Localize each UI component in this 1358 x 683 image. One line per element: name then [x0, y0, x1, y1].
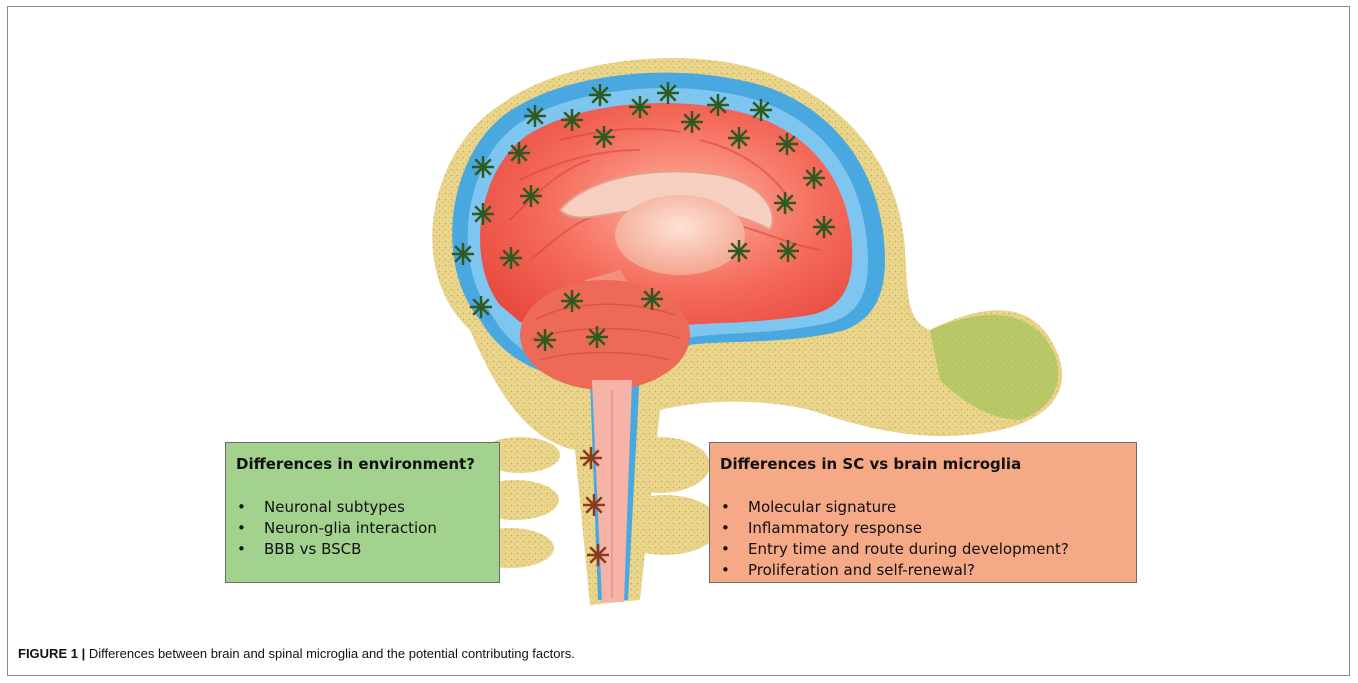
microglia-marker	[593, 126, 615, 148]
microglia-marker	[452, 243, 474, 265]
microglia-marker	[500, 247, 522, 269]
microglia-marker	[813, 216, 835, 238]
microglia-marker	[803, 167, 825, 189]
microglia-marker	[641, 288, 663, 310]
microglia-marker	[520, 185, 542, 207]
microglia-marker	[587, 544, 609, 566]
list-item: Neuronal subtypes	[236, 497, 489, 518]
microglia-marker	[776, 133, 798, 155]
microglia-differences-box: Differences in SC vs brain microglia Mol…	[709, 442, 1137, 583]
list-item: Entry time and route during development?	[720, 539, 1126, 560]
list-item: Molecular signature	[720, 497, 1126, 518]
microglia-marker	[580, 447, 602, 469]
environment-list: Neuronal subtypes Neuron-glia interactio…	[236, 497, 489, 560]
microglia-marker	[470, 296, 492, 318]
microglia-box-title: Differences in SC vs brain microglia	[720, 455, 1126, 473]
microglia-marker	[657, 82, 679, 104]
list-item: Proliferation and self-renewal?	[720, 560, 1126, 581]
thalamus	[615, 195, 745, 275]
list-item: Inflammatory response	[720, 518, 1126, 539]
microglia-list: Molecular signature Inflammatory respons…	[720, 497, 1126, 581]
caption-label: FIGURE 1 |	[18, 646, 85, 661]
microglia-marker	[472, 203, 494, 225]
microglia-marker	[681, 111, 703, 133]
microglia-marker	[561, 109, 583, 131]
list-item: Neuron-glia interaction	[236, 518, 489, 539]
microglia-marker	[508, 142, 530, 164]
microglia-marker	[586, 326, 608, 348]
microglia-marker	[524, 105, 546, 127]
microglia-marker	[707, 94, 729, 116]
microglia-marker	[728, 240, 750, 262]
microglia-marker	[728, 127, 750, 149]
microglia-marker	[534, 329, 556, 351]
microglia-marker	[561, 290, 583, 312]
environment-box-title: Differences in environment?	[236, 455, 489, 473]
microglia-marker	[750, 99, 772, 121]
microglia-marker	[629, 96, 651, 118]
figure-caption: FIGURE 1 | Differences between brain and…	[18, 646, 575, 661]
microglia-marker	[472, 156, 494, 178]
caption-text: Differences between brain and spinal mic…	[85, 646, 575, 661]
microglia-marker	[777, 240, 799, 262]
list-item: BBB vs BSCB	[236, 539, 489, 560]
microglia-marker	[774, 192, 796, 214]
microglia-marker	[589, 84, 611, 106]
environment-differences-box: Differences in environment? Neuronal sub…	[225, 442, 500, 583]
microglia-marker	[583, 494, 605, 516]
